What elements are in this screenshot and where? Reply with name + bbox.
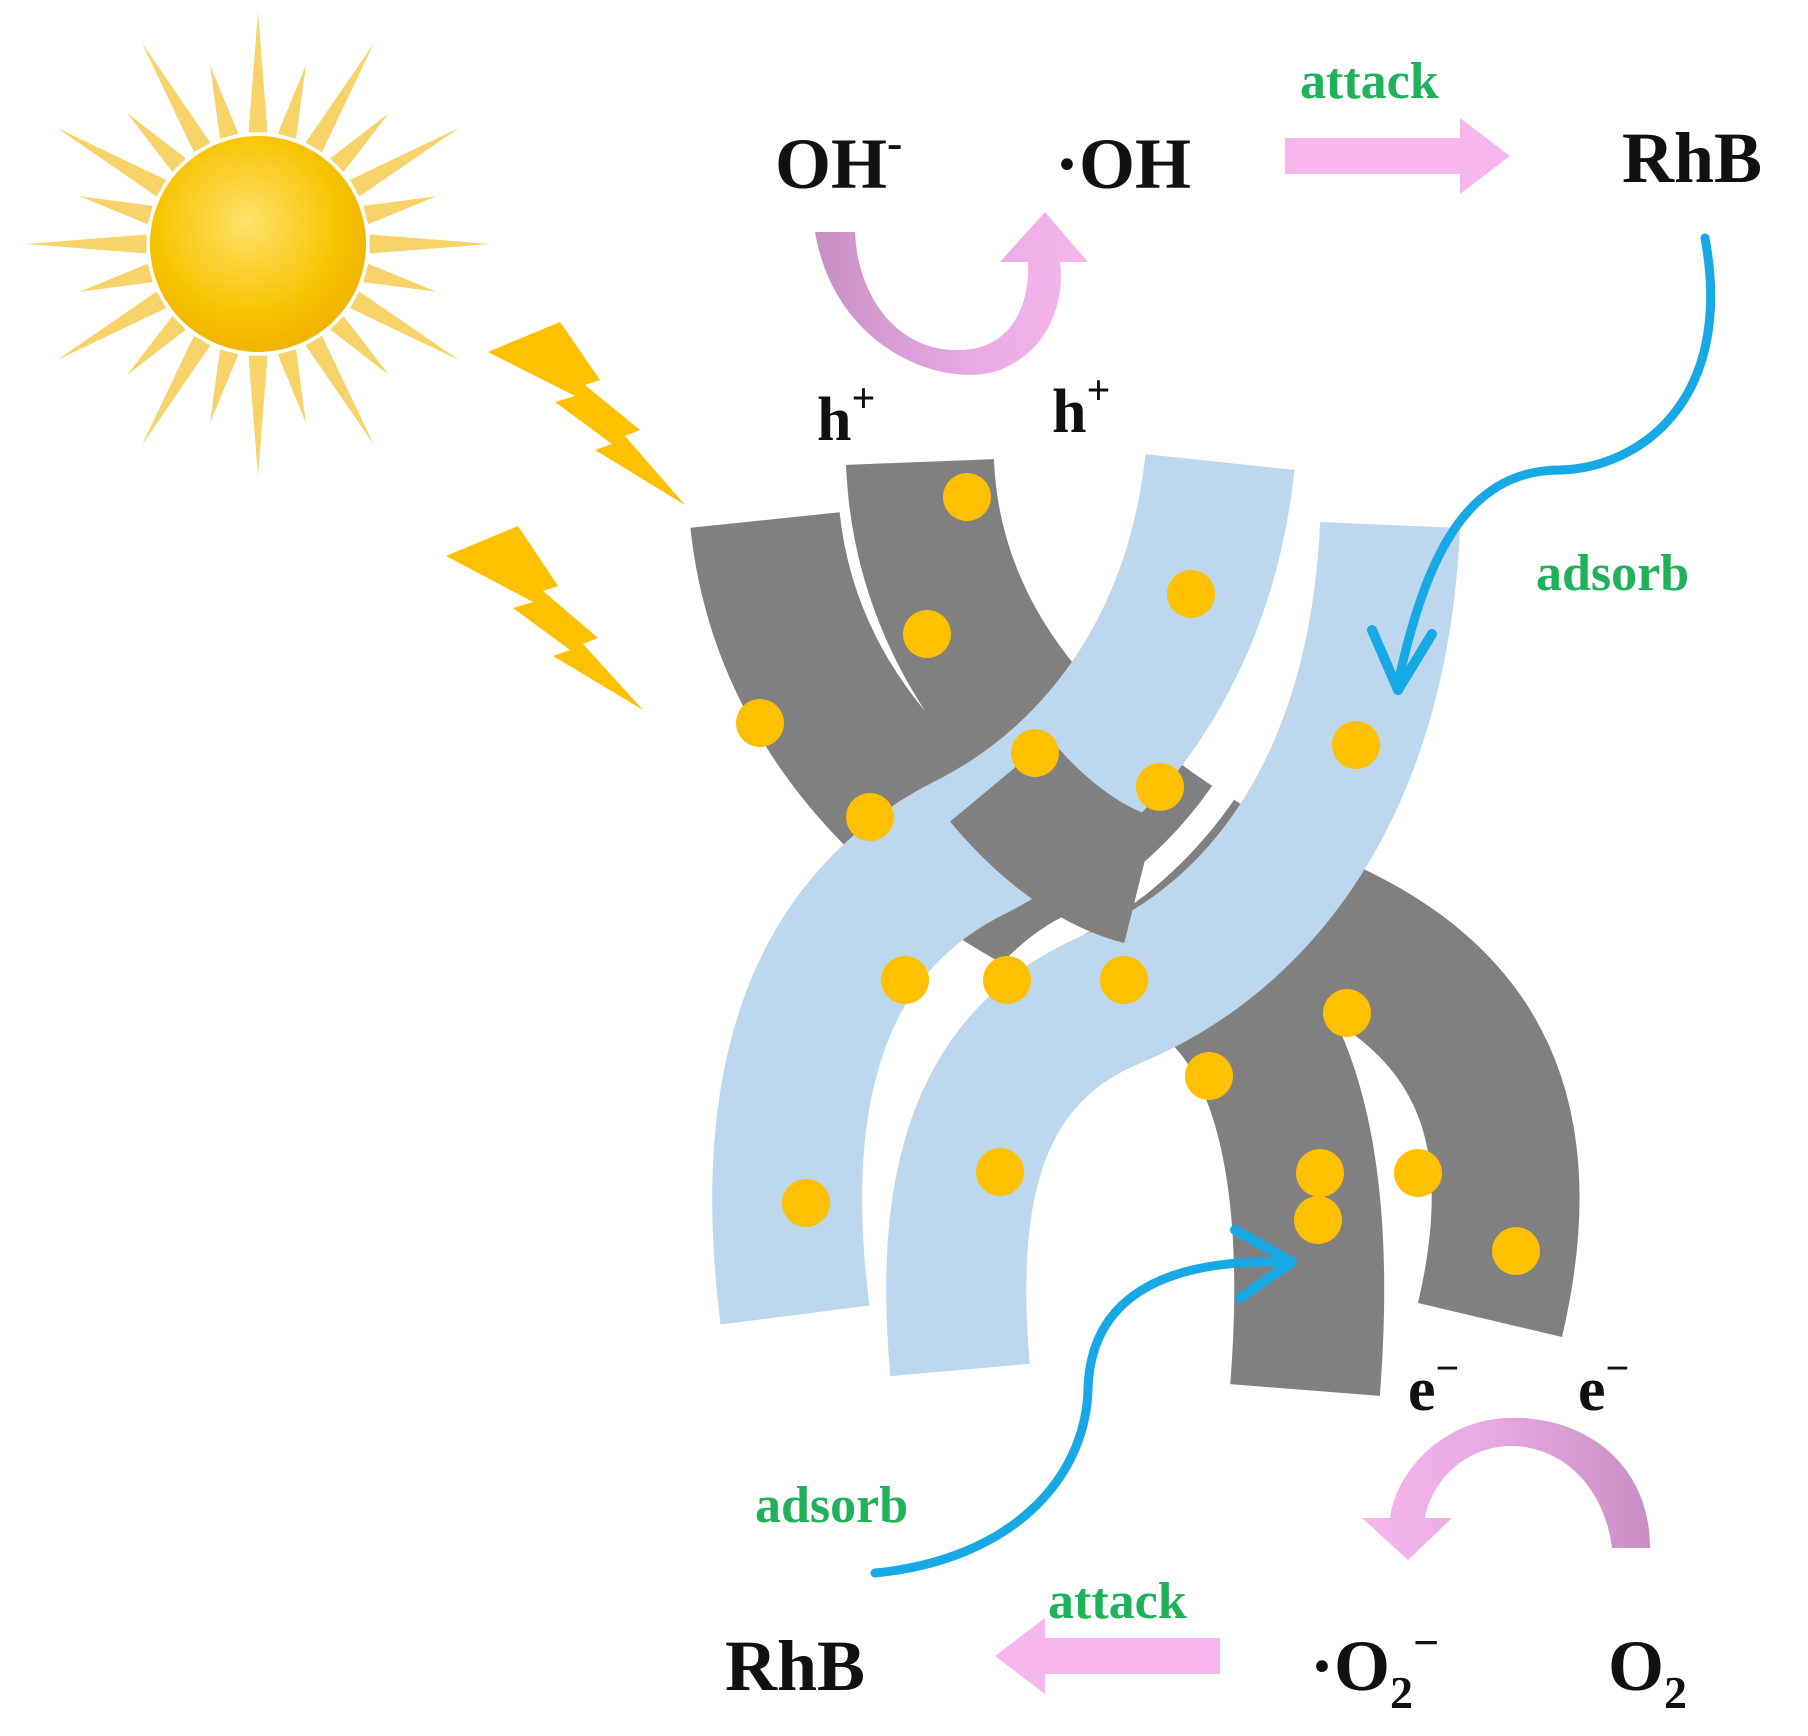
catalyst-dot xyxy=(1394,1149,1442,1197)
catalyst-dot xyxy=(976,1148,1024,1196)
sun-ray xyxy=(79,263,153,292)
hydroxyl-radical-label: ·OH xyxy=(1055,124,1191,204)
catalyst-dot xyxy=(1100,956,1148,1004)
gray-band-overlap xyxy=(950,737,1158,944)
catalyst-particles xyxy=(736,473,1540,1275)
sun-ray xyxy=(363,263,437,292)
conversion-arrow-top xyxy=(815,212,1088,375)
sun-ray xyxy=(349,291,459,360)
cyan-arrow-icon xyxy=(870,1257,1293,1578)
catalyst-dot xyxy=(736,699,784,747)
superoxide-radical-label: ·O2− xyxy=(1310,1617,1439,1718)
sun-ray xyxy=(57,291,167,360)
hole-label-left: h+ xyxy=(817,376,875,454)
sun-ray xyxy=(330,113,389,172)
nanofiber-bands xyxy=(690,453,1580,1396)
cyan-arrow-icon xyxy=(1393,233,1716,688)
oh-minus-label: OH- xyxy=(775,117,902,204)
catalyst-dot xyxy=(846,793,894,841)
sun-ray xyxy=(142,335,211,445)
sun-ray xyxy=(57,128,167,197)
attack-label-top: attack xyxy=(1300,53,1439,110)
rhb-label-top: RhB xyxy=(1622,118,1762,198)
sun-ray xyxy=(277,65,306,139)
catalyst-dot xyxy=(1167,570,1215,618)
pink-arrow-icon xyxy=(995,1618,1220,1694)
sun-ray xyxy=(127,113,186,172)
adsorb-label-top: adsorb xyxy=(1536,545,1689,602)
lightning-icon xyxy=(446,526,643,710)
curved-arrow-icon xyxy=(1362,1417,1650,1560)
lightning-icon xyxy=(488,322,685,505)
sun-ray xyxy=(305,335,374,445)
catalyst-dot xyxy=(1294,1196,1342,1244)
adsorb-label-bottom: adsorb xyxy=(755,1477,908,1534)
sun-disc xyxy=(150,136,366,352)
catalyst-dot xyxy=(881,956,929,1004)
sun-ray xyxy=(142,43,211,153)
sun-ray xyxy=(210,65,239,139)
catalyst-dot xyxy=(1011,729,1059,777)
catalyst-dot xyxy=(1296,1149,1344,1197)
adsorb-arrow-bottom xyxy=(870,1225,1297,1578)
adsorb-arrow-top xyxy=(1367,233,1716,695)
pink-arrow-icon xyxy=(1285,118,1510,194)
catalyst-dot xyxy=(1185,1052,1233,1100)
sun-ray xyxy=(330,316,389,375)
hole-label-right: h+ xyxy=(1052,368,1110,446)
electron-label-right: e− xyxy=(1578,1346,1629,1424)
catalyst-dot xyxy=(1332,721,1380,769)
catalyst-dot xyxy=(1136,763,1184,811)
catalyst-dot xyxy=(782,1179,830,1227)
sun-ray xyxy=(79,196,153,225)
rhb-label-bottom: RhB xyxy=(725,1626,865,1706)
attack-label-bottom: attack xyxy=(1048,1573,1187,1630)
attack-arrow-top xyxy=(1285,118,1510,194)
sun-ray xyxy=(26,234,147,254)
catalyst-dot xyxy=(983,956,1031,1004)
catalyst-dot xyxy=(1492,1227,1540,1275)
sun-ray xyxy=(277,349,306,423)
attack-arrow-bottom xyxy=(995,1618,1220,1694)
sun-ray xyxy=(248,355,268,476)
oxygen-label: O2 xyxy=(1608,1626,1687,1718)
sun-icon xyxy=(26,12,490,476)
sun-rays xyxy=(26,12,490,476)
sun-ray xyxy=(363,196,437,225)
cyan-arrowhead-icon xyxy=(1367,625,1437,695)
sun-ray xyxy=(210,349,239,423)
catalyst-dot xyxy=(943,473,991,521)
sun-ray xyxy=(305,43,374,153)
sun-ray xyxy=(248,12,268,133)
curved-arrow-icon xyxy=(815,212,1088,375)
catalyst-dot xyxy=(903,610,951,658)
cyan-arrowhead-icon xyxy=(1230,1225,1297,1303)
conversion-arrow-bottom xyxy=(1362,1417,1650,1560)
sun-ray xyxy=(127,316,186,375)
sun-ray xyxy=(349,128,459,197)
sun-ray xyxy=(369,234,490,254)
catalyst-dot xyxy=(1323,989,1371,1037)
electron-label-left: e− xyxy=(1408,1346,1459,1424)
